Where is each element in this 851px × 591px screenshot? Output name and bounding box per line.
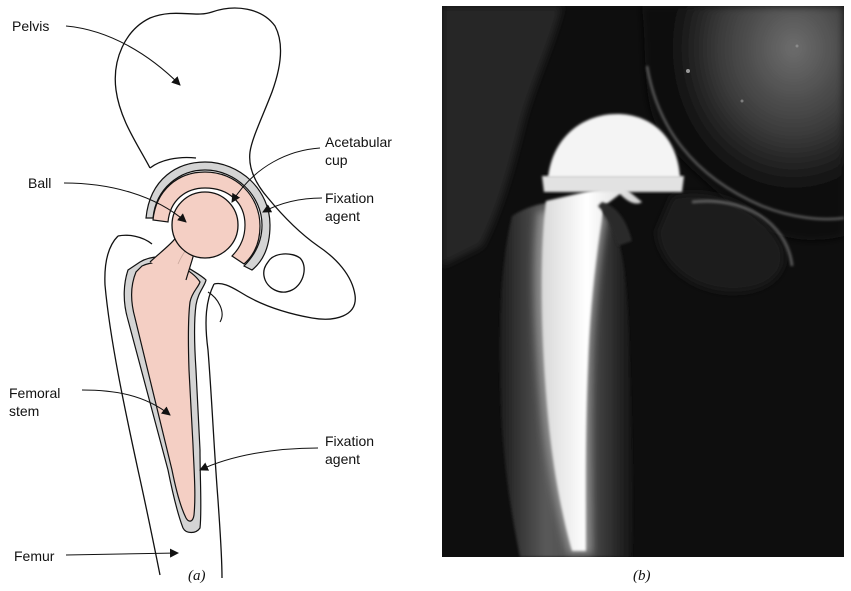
obturator-foramen (264, 254, 304, 292)
pelvis-leader (66, 26, 180, 85)
radiograph-cup-rim (542, 176, 684, 192)
femur-outline-top (118, 235, 152, 244)
ball (172, 192, 238, 258)
hip-implant-diagram (0, 0, 440, 591)
label-femoral-stem: Femoral stem (9, 384, 60, 420)
greater-trochanter (208, 292, 222, 322)
label-femur: Femur (14, 547, 54, 565)
femoral-stem (132, 262, 200, 521)
radiograph-speck (741, 100, 744, 103)
caption-b: (b) (633, 568, 651, 585)
fixation-agent-top-leader (263, 198, 322, 212)
femur-outline-right (206, 284, 222, 578)
label-fixation-agent-bottom: Fixation agent (325, 432, 374, 468)
label-pelvis: Pelvis (12, 17, 49, 35)
radiograph-speck (686, 69, 690, 73)
label-ball: Ball (28, 174, 51, 192)
label-acetabular-cup: Acetabular cup (325, 133, 392, 169)
fixation-agent-bottom-leader (200, 448, 318, 470)
caption-a: (a) (188, 568, 206, 585)
hip-radiograph (442, 6, 844, 557)
label-fixation-agent-top: Fixation agent (325, 189, 374, 225)
radiograph-speck (796, 45, 799, 48)
femur-leader (66, 553, 178, 555)
